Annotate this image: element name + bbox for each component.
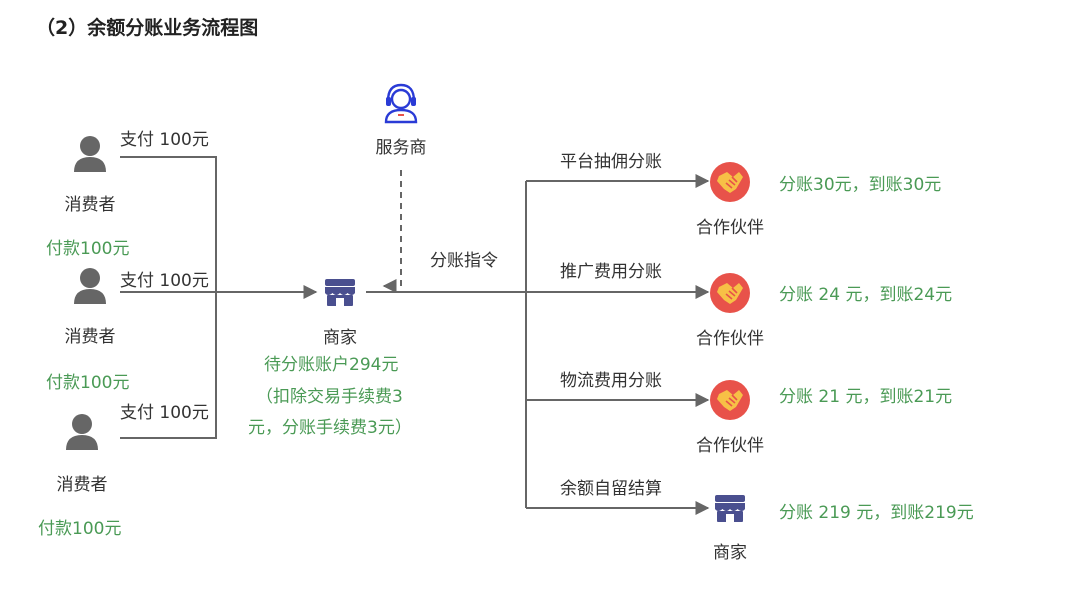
- branch-3-target: 合作伙伴: [696, 436, 764, 456]
- branch-4-target: 商家: [713, 543, 747, 563]
- partner-2-handshake-icon: [709, 272, 751, 314]
- consumer-2-pay-label: 支付 100元: [120, 271, 209, 291]
- merchant-name: 商家: [323, 328, 357, 348]
- partner-3-handshake-icon: [709, 379, 751, 421]
- branch-1-target: 合作伙伴: [696, 218, 764, 238]
- consumer-2-name: 消费者: [65, 327, 116, 347]
- merchant-pending-line2: （扣除交易手续费3: [256, 387, 403, 407]
- branch-2-result: 分账 24 元，到账24元: [779, 285, 952, 305]
- branch-3-result: 分账 21 元，到账21元: [779, 387, 952, 407]
- partner-1-handshake-icon: [709, 161, 751, 203]
- instruction-label: 分账指令: [430, 251, 498, 271]
- branch-2-target: 合作伙伴: [696, 329, 764, 349]
- branch-2-label: 推广费用分账: [560, 262, 662, 282]
- consumer-1-person-icon: [74, 136, 106, 172]
- branch-1-label: 平台抽佣分账: [560, 152, 662, 172]
- consumer-3-name: 消费者: [57, 475, 108, 495]
- branch-4-label: 余额自留结算: [560, 479, 662, 499]
- branch-3-label: 物流费用分账: [560, 371, 662, 391]
- consumer-3-paid: 付款100元: [38, 519, 121, 539]
- merchant-target-store-icon: [715, 495, 745, 522]
- headset-icon: [384, 83, 418, 124]
- consumer-1-paid: 付款100元: [46, 239, 129, 259]
- payment-bracket: [120, 156, 217, 439]
- consumer-3-person-icon: [66, 414, 98, 450]
- instruction-dashed-arrow: [382, 170, 402, 293]
- consumer-2-person-icon: [74, 268, 106, 304]
- page-title: （2）余额分账业务流程图: [36, 16, 258, 39]
- branch-4-result: 分账 219 元，到账219元: [779, 503, 974, 523]
- service-provider-name: 服务商: [376, 138, 427, 158]
- consumer-1-name: 消费者: [65, 195, 116, 215]
- consumer-2-paid: 付款100元: [46, 373, 129, 393]
- branch-1-result: 分账30元，到账30元: [779, 175, 941, 195]
- merchant-pending-line3: 元，分账手续费3元）: [248, 418, 412, 438]
- merchant-pending-line1: 待分账账户294元: [264, 355, 398, 375]
- consumer-1-pay-label: 支付 100元: [120, 130, 209, 150]
- merchant-store-icon: [325, 279, 355, 306]
- consumer-3-pay-label: 支付 100元: [120, 403, 209, 423]
